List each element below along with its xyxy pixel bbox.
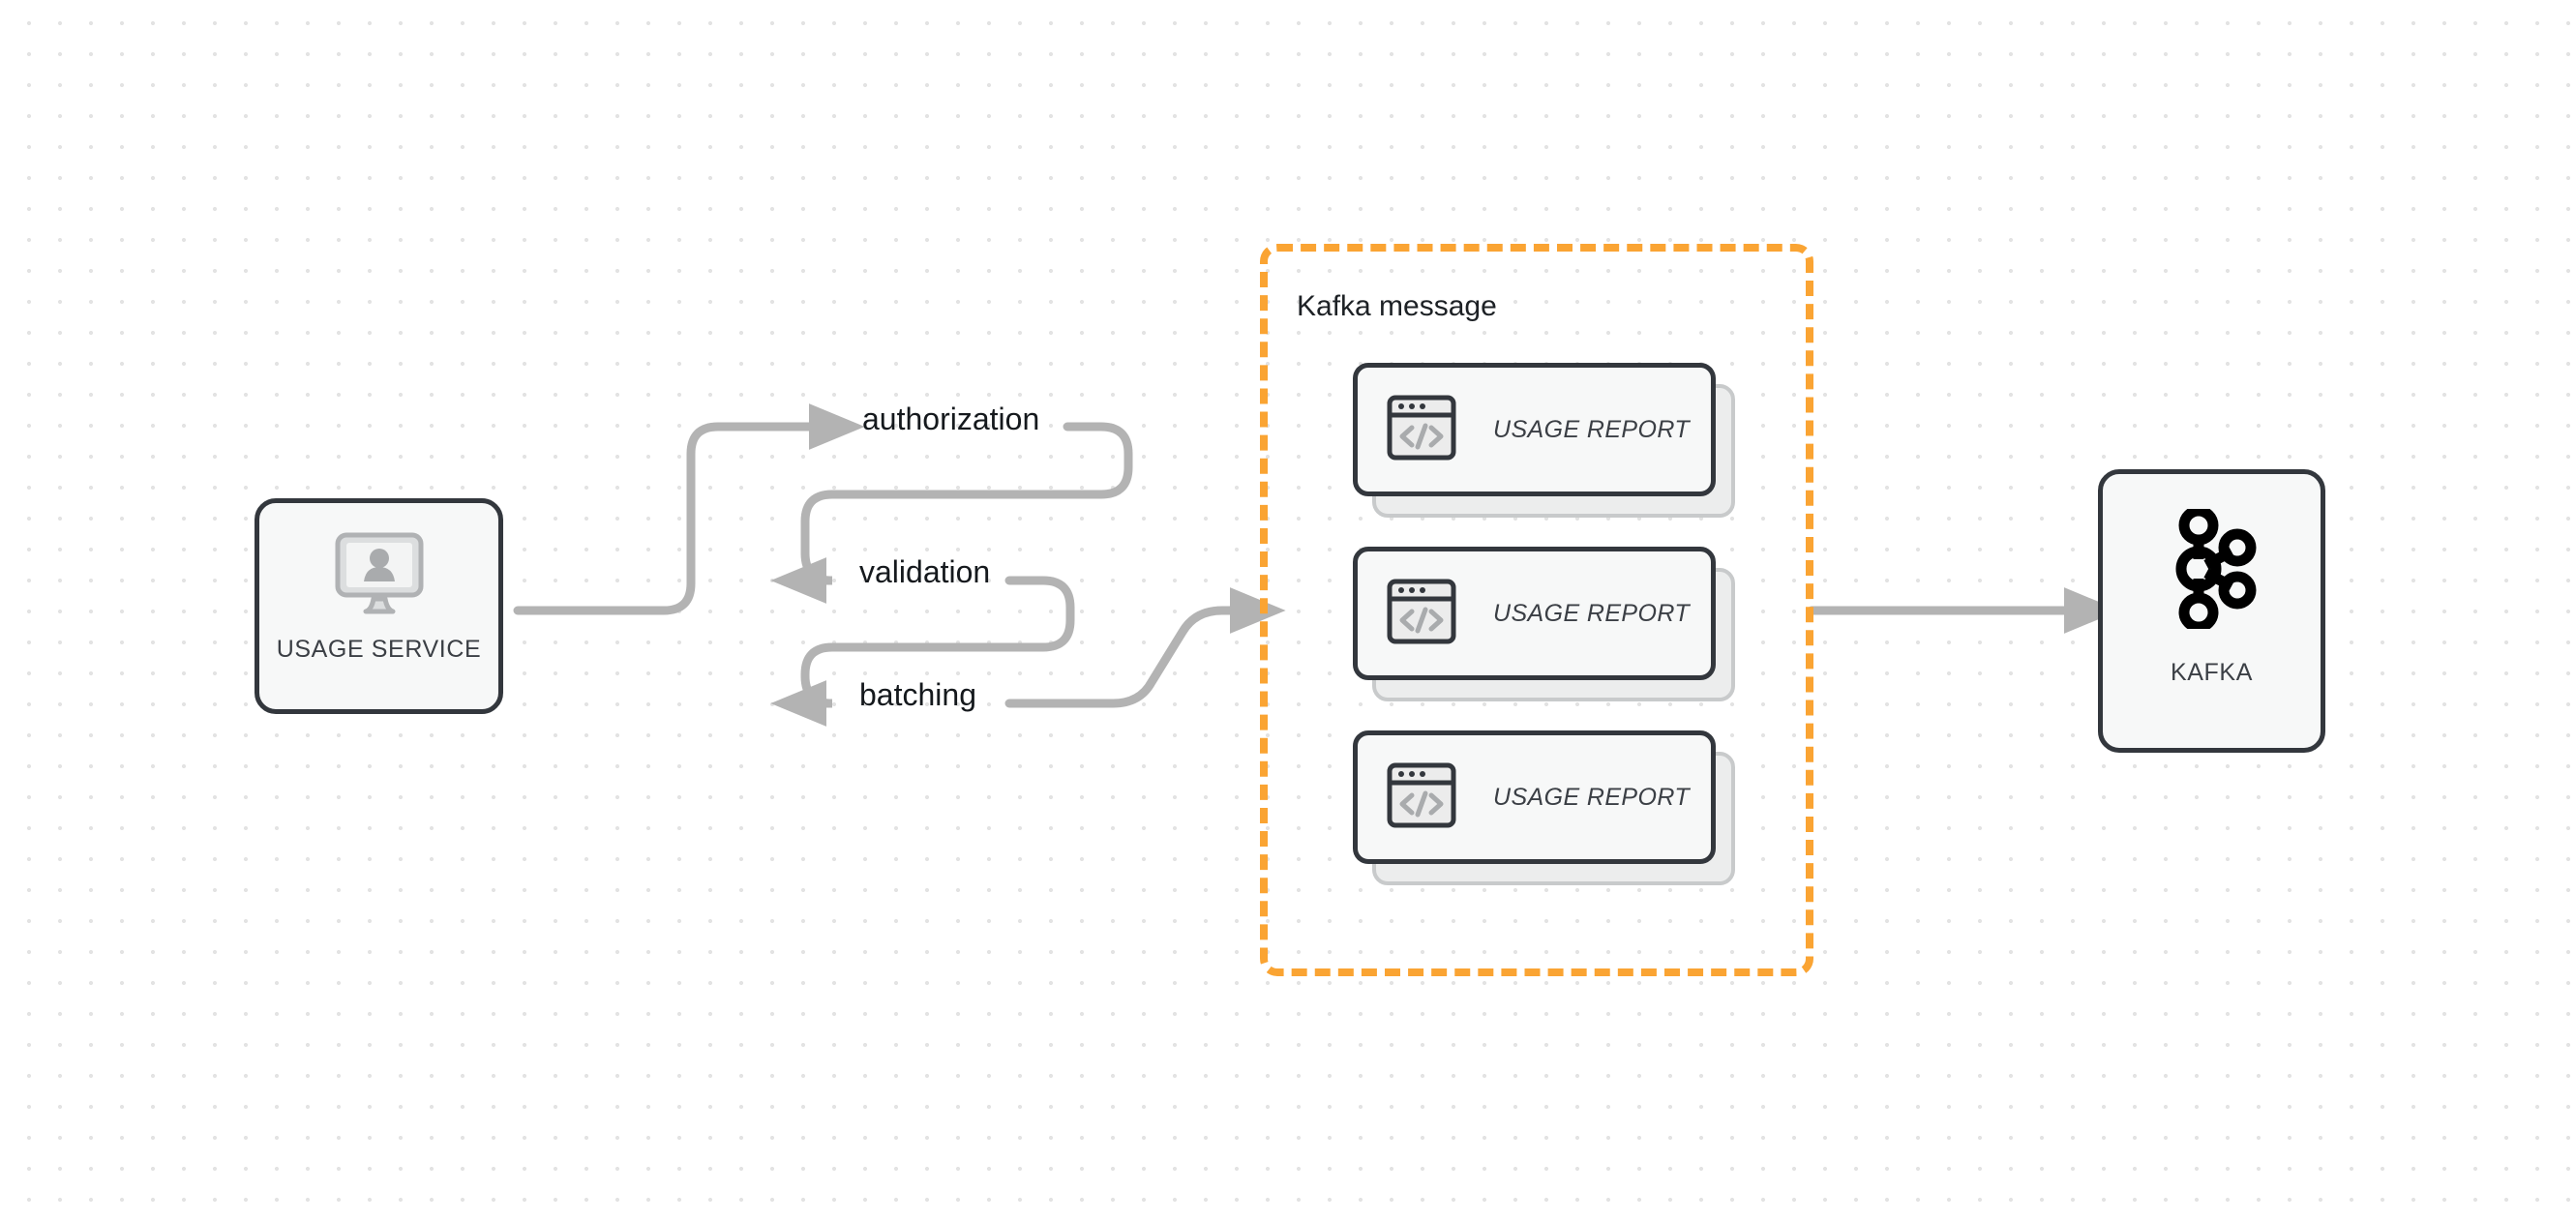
node-kafka-label: KAFKA bbox=[2171, 659, 2253, 686]
connector-batching-to-kafka-message bbox=[1004, 587, 1286, 708]
usage-report-card[interactable]: USAGE REPORT bbox=[1353, 730, 1735, 885]
group-kafka-message-title: Kafka message bbox=[1297, 290, 1497, 322]
usage-report-card-front[interactable]: USAGE REPORT bbox=[1353, 363, 1716, 496]
code-window-icon bbox=[1387, 577, 1456, 651]
usage-report-card-front[interactable]: USAGE REPORT bbox=[1353, 547, 1716, 680]
group-kafka-message bbox=[1260, 244, 1813, 976]
node-usage-service-label: USAGE SERVICE bbox=[276, 636, 482, 663]
stage-label-authorization: authorization bbox=[862, 402, 1040, 436]
usage-report-card-label: USAGE REPORT bbox=[1493, 783, 1690, 811]
node-kafka[interactable]: KAFKA bbox=[2098, 469, 2325, 753]
kafka-logo-icon bbox=[2166, 505, 2259, 634]
usage-report-card-label: USAGE REPORT bbox=[1493, 599, 1690, 627]
usage-report-card-label: USAGE REPORT bbox=[1493, 415, 1690, 443]
stage-label-batching: batching bbox=[859, 677, 976, 712]
connector-usage-service-to-authorization bbox=[513, 403, 865, 615]
usage-report-card[interactable]: USAGE REPORT bbox=[1353, 363, 1735, 518]
usage-report-card[interactable]: USAGE REPORT bbox=[1353, 547, 1735, 701]
code-window-icon bbox=[1387, 760, 1456, 835]
monitor-user-icon bbox=[334, 532, 425, 620]
code-window-icon bbox=[1387, 393, 1456, 467]
node-usage-service[interactable]: USAGE SERVICE bbox=[255, 498, 503, 714]
usage-report-card-front[interactable]: USAGE REPORT bbox=[1353, 730, 1716, 864]
stage-label-validation: validation bbox=[859, 554, 991, 589]
